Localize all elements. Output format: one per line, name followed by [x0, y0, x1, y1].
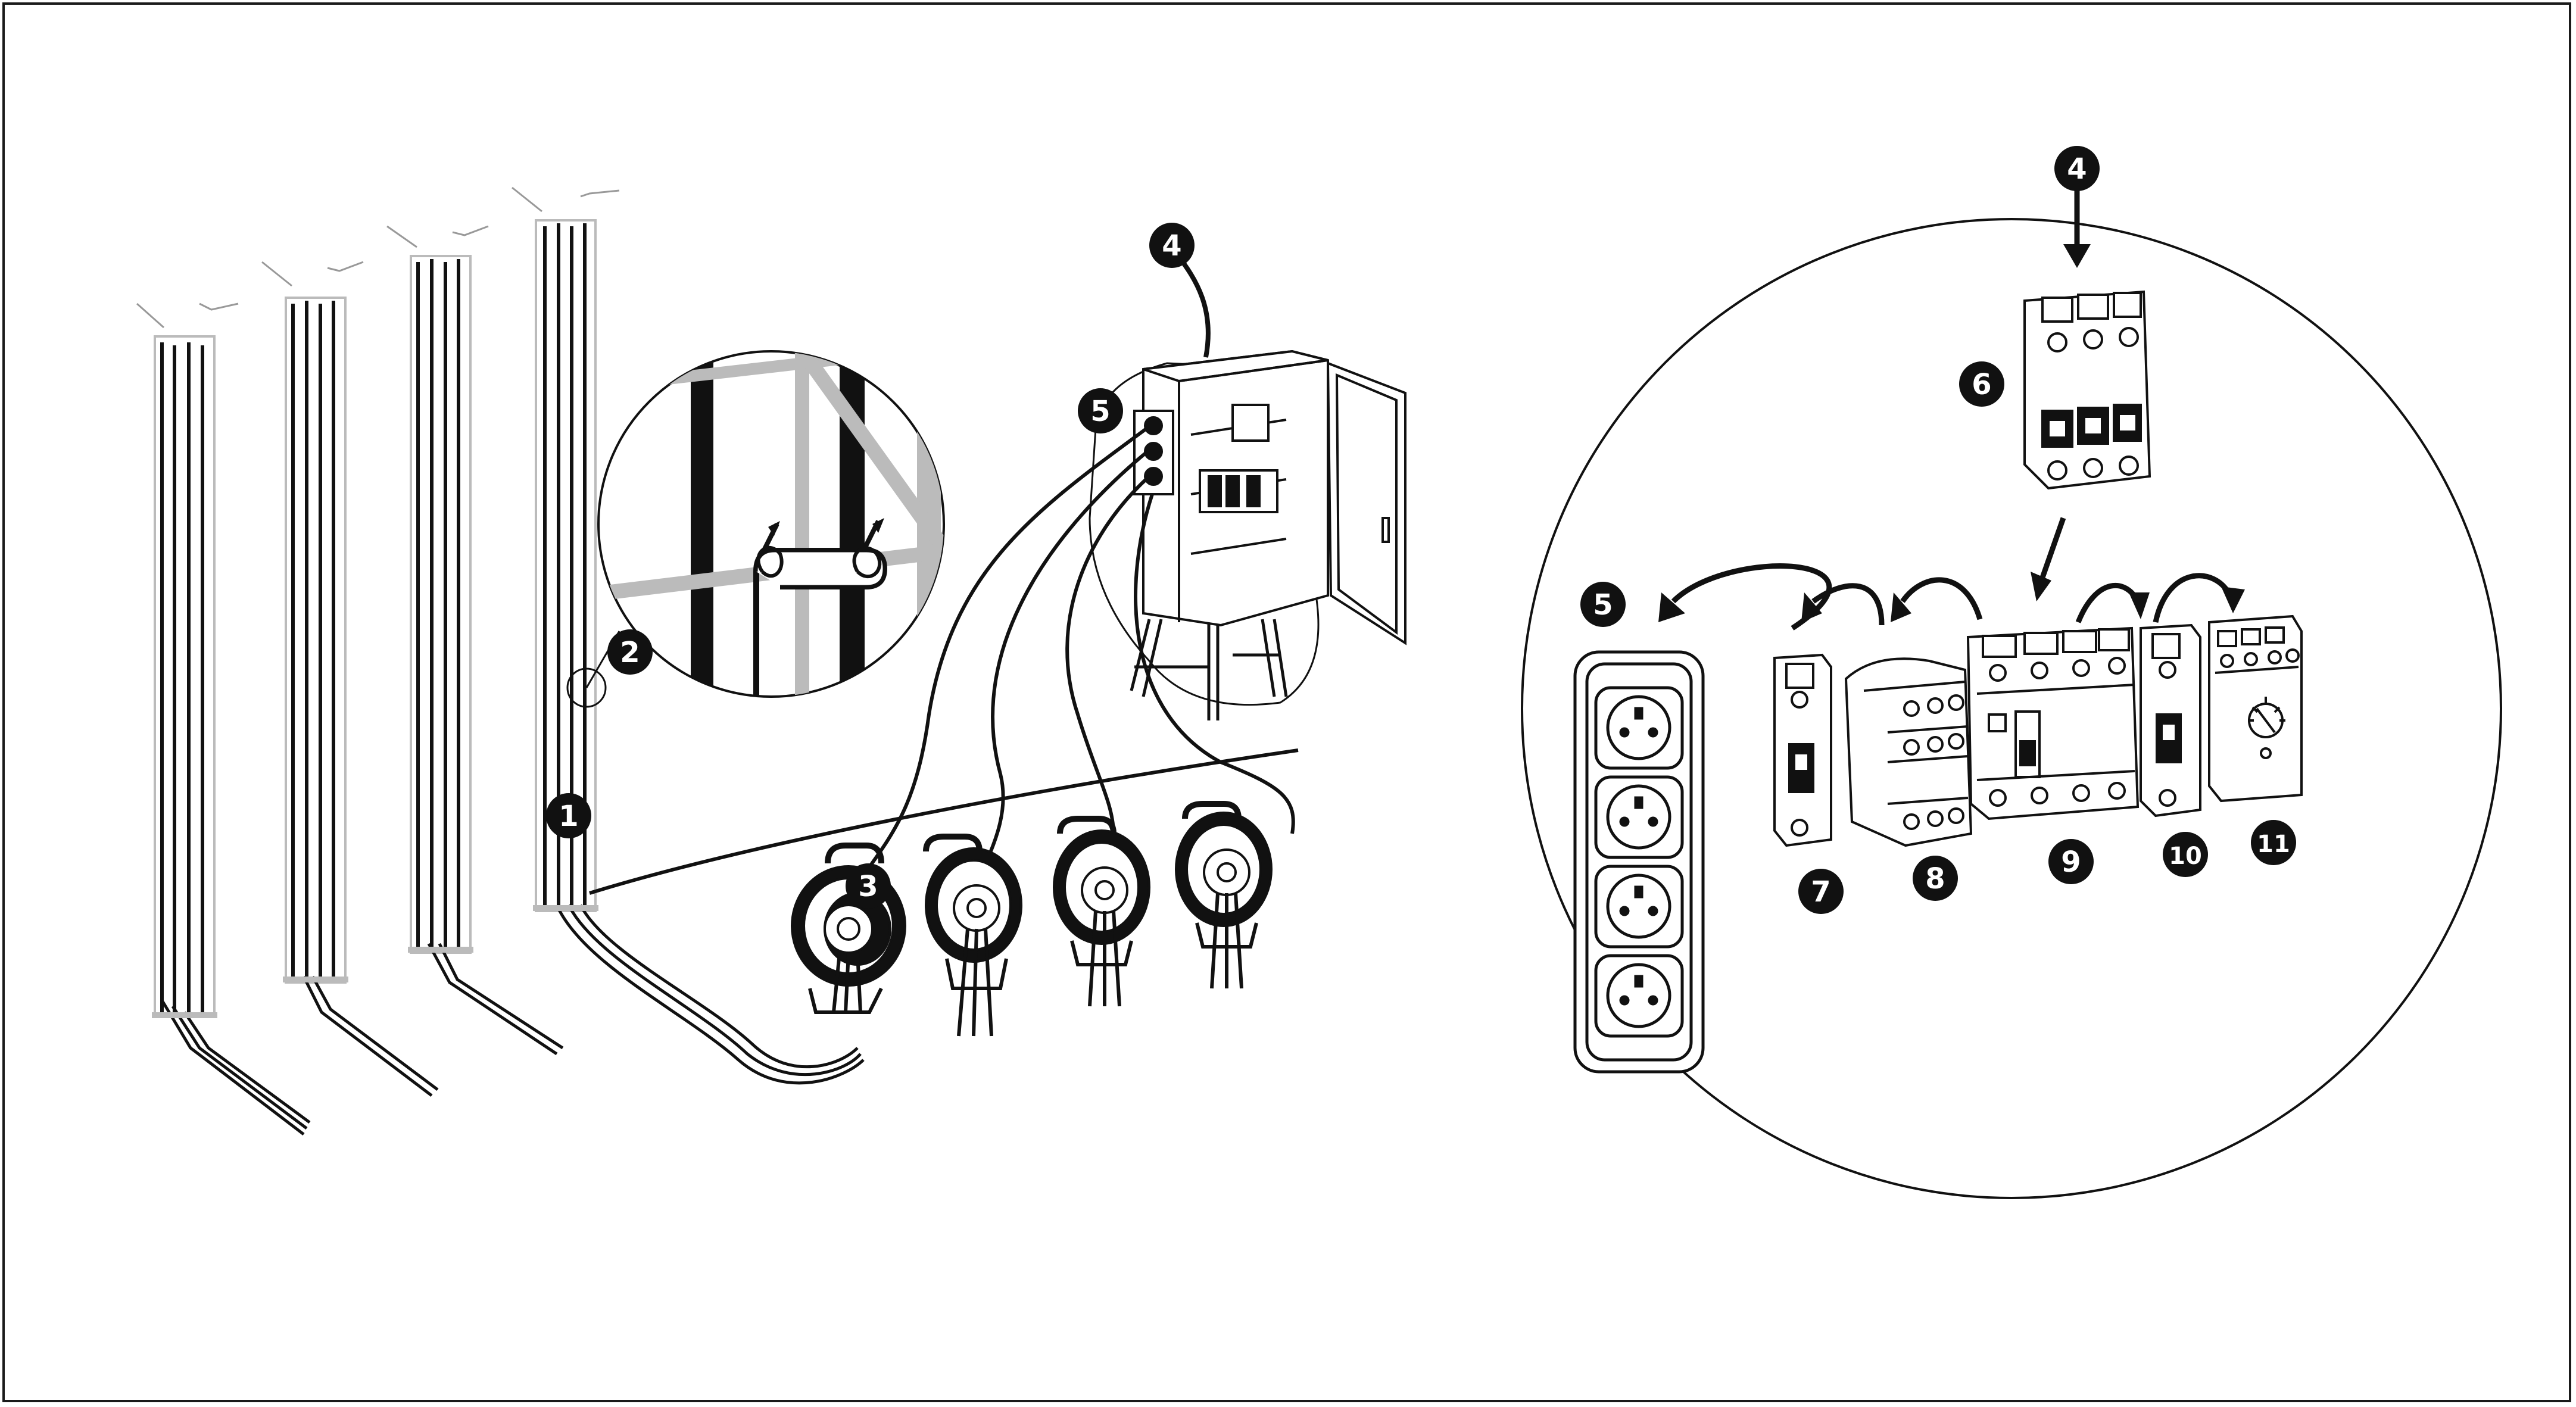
timer-relay-icon — [2208, 614, 2303, 803]
detail-marker-circle — [566, 667, 607, 708]
tie-wire-detail — [597, 350, 945, 698]
residual-current-device-icon — [1966, 626, 2140, 821]
arrow-6-to-9 — [2031, 517, 2066, 601]
flow-arrow-heads — [1658, 586, 2245, 622]
socket-1 — [1594, 686, 1684, 770]
svg-text:1: 1 — [559, 800, 578, 833]
callout-11: 11 — [2251, 820, 2296, 865]
cable-reel-1 — [791, 843, 906, 1014]
callout-4-right: 4 — [2054, 146, 2100, 191]
cable-reel-icon — [791, 801, 1273, 1037]
callout-6: 6 — [1959, 361, 2004, 407]
svg-text:2: 2 — [620, 636, 640, 669]
svg-text:8: 8 — [1925, 862, 1945, 896]
callout-3: 3 — [846, 863, 891, 909]
rebar-cage-1 — [136, 302, 311, 1135]
callout-2: 2 — [607, 629, 653, 675]
svg-text:10: 10 — [2169, 843, 2202, 870]
three-pole-breaker-icon — [2023, 290, 2151, 490]
callout-1: 1 — [546, 793, 591, 838]
svg-text:6: 6 — [1972, 368, 1991, 401]
svg-text:11: 11 — [2257, 831, 2290, 858]
rebar-cage-icon — [136, 186, 865, 1135]
component-detail-circle — [1521, 218, 2502, 1199]
single-pole-breaker-2-icon — [2140, 623, 2201, 818]
svg-text:3: 3 — [858, 870, 878, 903]
callout-9: 9 — [2048, 839, 2094, 884]
callout-4-left: 4 — [1149, 223, 1195, 268]
flow-arrows — [1671, 563, 2233, 631]
svg-text:9: 9 — [2061, 846, 2081, 879]
cable-reel-2 — [923, 834, 1022, 1037]
socket-4 — [1594, 954, 1684, 1038]
svg-text:5: 5 — [1090, 395, 1110, 428]
cable-reel-4 — [1175, 801, 1273, 989]
svg-text:4: 4 — [2067, 152, 2087, 186]
supply-cable — [1174, 251, 1211, 358]
callout-8: 8 — [1913, 856, 1958, 901]
svg-text:7: 7 — [1811, 875, 1830, 909]
extension-cables — [589, 427, 1299, 895]
svg-text:4: 4 — [1162, 229, 1181, 263]
arrow-4-down — [2063, 191, 2091, 268]
cable-reel-3 — [1053, 816, 1150, 1007]
single-pole-breaker-icon — [1773, 653, 1832, 847]
callout-7: 7 — [1798, 869, 1844, 914]
socket-3 — [1594, 865, 1684, 949]
callout-badges: 1 2 3 4 5 4 5 6 — [546, 146, 2296, 914]
socket-2 — [1594, 775, 1684, 859]
socket-strip-icon — [1573, 650, 1705, 1074]
rebar-cage-3 — [386, 225, 564, 1056]
callout-5-right: 5 — [1580, 582, 1626, 627]
callout-5-left: 5 — [1078, 388, 1123, 433]
contactor-icon — [1844, 657, 1973, 847]
svg-text:5: 5 — [1593, 588, 1613, 622]
electrical-cabinet-icon — [1089, 350, 1406, 720]
callout-10: 10 — [2163, 832, 2208, 877]
